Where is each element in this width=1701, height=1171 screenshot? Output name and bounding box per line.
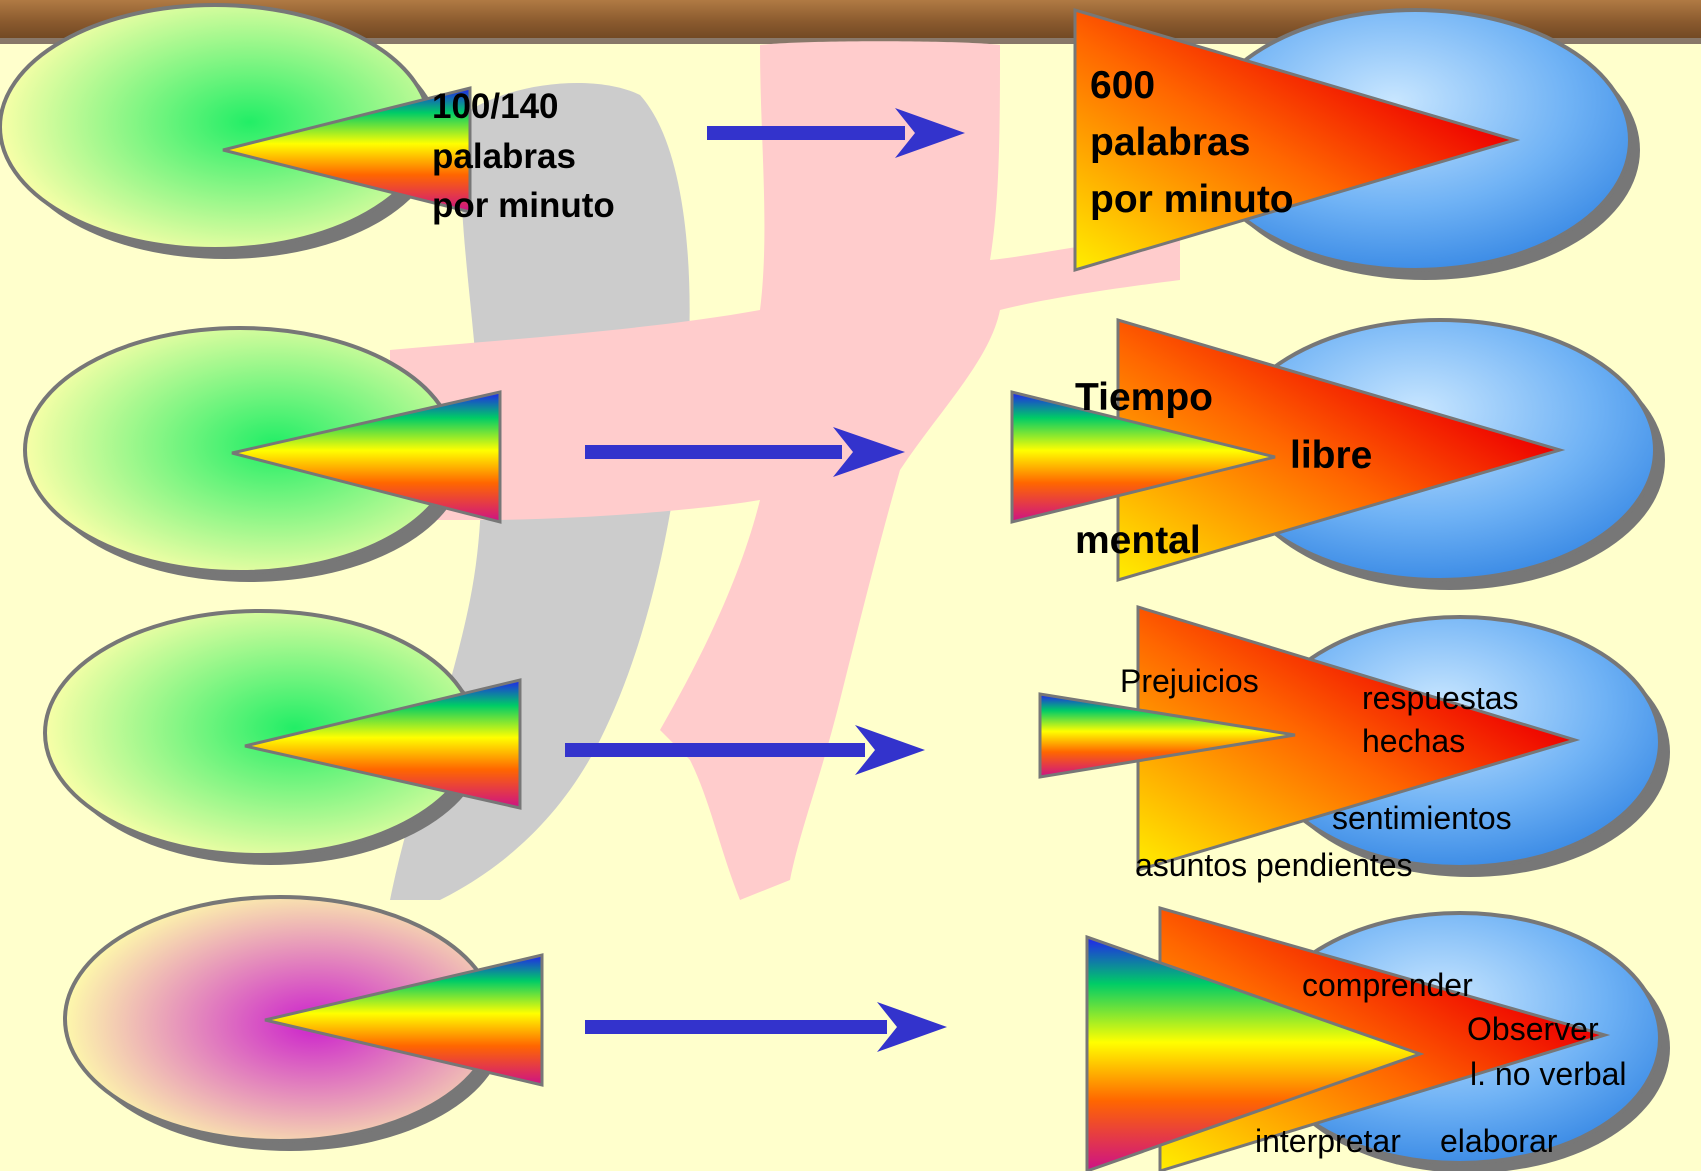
right-label-5: asuntos pendientes (1135, 847, 1413, 883)
right-label-2: respuestas (1362, 680, 1519, 716)
left-label-1: 100/140 (432, 87, 559, 126)
right-label-1: Tiempo (1075, 376, 1213, 419)
right-label-1: 600 (1090, 64, 1155, 107)
arrow-head (855, 725, 925, 775)
right-label-3: hechas (1362, 723, 1465, 759)
row-barriers: Prejuicios respuestas hechas sentimiento… (45, 607, 1670, 883)
right-label-3: por minuto (1090, 178, 1294, 221)
left-label-3: por minuto (432, 186, 615, 225)
right-label-3: mental (1075, 519, 1201, 562)
right-label-2: palabras (1090, 121, 1250, 164)
left-label-2: palabras (432, 137, 576, 176)
right-label-3: l. no verbal (1470, 1056, 1627, 1092)
right-label-5: elaborar (1440, 1123, 1558, 1159)
right-label-1: Prejuicios (1120, 663, 1259, 699)
right-label-2: libre (1290, 434, 1372, 477)
arrow-head (877, 1002, 947, 1052)
right-label-1: comprender (1302, 967, 1473, 1003)
right-label-2: Observer (1467, 1011, 1599, 1047)
row-understanding: comprender Observer l. no verbal interpr… (65, 897, 1670, 1171)
right-label-4: sentimientos (1332, 800, 1512, 836)
right-label-4: interpretar (1255, 1123, 1401, 1159)
